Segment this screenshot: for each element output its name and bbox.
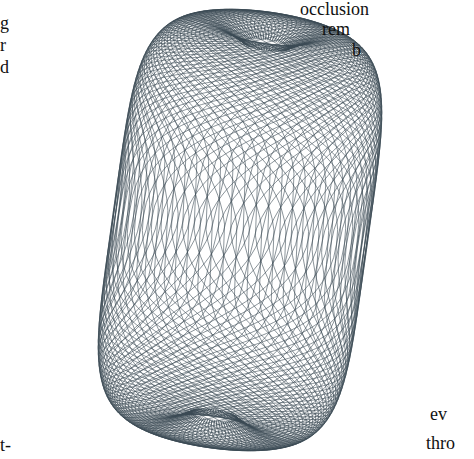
mesh-line [128,35,381,426]
mesh-line [164,22,364,417]
mesh-line [154,10,330,420]
mesh-line [151,26,374,419]
mesh-line [144,10,378,433]
mesh-line [123,16,310,445]
text-fragment: occlusion [300,0,369,18]
mesh-line [132,13,301,442]
text-fragment: b [352,41,361,59]
mesh-line [156,10,332,417]
mesh-line [113,19,319,448]
text-fragment: rem [322,20,350,38]
mesh-line [147,28,377,420]
mesh-line [134,12,304,440]
mesh-line [151,9,327,422]
mesh-lines [98,9,382,451]
mesh-line [129,14,305,443]
mesh-line [100,23,369,417]
mesh-line [177,16,346,414]
text-fragment: ev [430,405,447,423]
mesh-line [101,22,371,417]
mesh-line [162,11,337,415]
mesh-line [107,23,328,450]
mesh-line [170,14,342,414]
mesh-line [168,20,358,415]
mesh-line [136,11,307,438]
mesh-line [100,32,344,451]
mesh-line [144,9,319,430]
mesh-line [152,11,373,438]
text-fragment: thro [426,434,455,452]
mesh-line [136,9,380,428]
mesh-line [103,27,337,450]
text-fragment: t- [0,436,11,454]
mesh-line [149,9,325,425]
mesh-line [108,44,378,439]
mesh-line [115,41,381,434]
mesh-line [109,21,323,449]
mesh-line [139,31,379,422]
mesh-line [164,12,338,415]
text-fragment: g [0,14,9,32]
text-fragment: d [0,58,9,76]
text-fragment: r [0,36,6,54]
mesh-line [140,10,313,435]
